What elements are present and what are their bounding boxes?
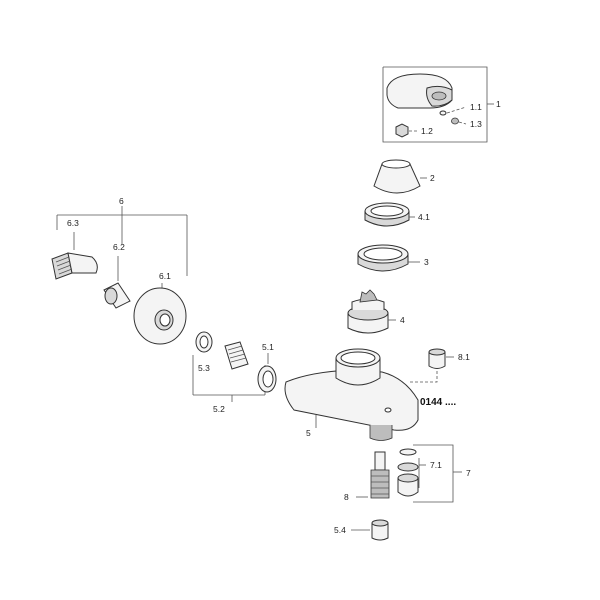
part-1-1-cap bbox=[439, 106, 467, 116]
label-5-3: 5.3 bbox=[198, 363, 210, 373]
label-1-2: 1.2 bbox=[421, 126, 433, 136]
label-4: 4 bbox=[400, 315, 405, 325]
part-4-1-ring bbox=[364, 202, 415, 227]
label-3: 3 bbox=[424, 257, 429, 267]
label-0144-code: 0144 .... bbox=[420, 397, 456, 408]
part-1-3-screw bbox=[451, 117, 467, 125]
group-6-bracket bbox=[56, 206, 188, 276]
part-5-1-nut bbox=[257, 353, 277, 393]
group-7-bracket bbox=[413, 444, 462, 503]
label-8: 8 bbox=[344, 492, 349, 502]
part-1-lever-handle bbox=[386, 73, 453, 109]
part-7-aerator-ring bbox=[397, 448, 419, 497]
part-4-cartridge bbox=[347, 289, 396, 334]
label-7-1: 7.1 bbox=[430, 460, 442, 470]
label-6: 6 bbox=[119, 196, 124, 206]
label-6-1: 6.1 bbox=[159, 271, 171, 281]
part-6-2-sleeve bbox=[103, 256, 131, 309]
part-8-1-cap bbox=[410, 348, 454, 383]
label-8-1: 8.1 bbox=[458, 352, 470, 362]
label-6-3: 6.3 bbox=[67, 218, 79, 228]
label-5: 5 bbox=[306, 428, 311, 438]
part-6-3-connector bbox=[51, 232, 98, 280]
part-2-cover bbox=[373, 159, 427, 194]
group-1-bracket bbox=[382, 66, 494, 143]
part-8-diverter bbox=[356, 451, 390, 499]
label-5-2: 5.2 bbox=[213, 404, 225, 414]
label-7: 7 bbox=[466, 468, 471, 478]
part-1-2-nut bbox=[395, 123, 418, 138]
label-6-2: 6.2 bbox=[113, 242, 125, 252]
label-1-3: 1.3 bbox=[470, 119, 482, 129]
part-5-3-washer bbox=[195, 331, 213, 353]
part-3-ring-nut bbox=[357, 244, 420, 272]
label-5-4: 5.4 bbox=[334, 525, 346, 535]
part-5-2-eccentric bbox=[224, 341, 249, 370]
label-5-1: 5.1 bbox=[262, 342, 274, 352]
part-5-4-insert bbox=[351, 519, 389, 541]
label-4-1: 4.1 bbox=[418, 212, 430, 222]
label-2: 2 bbox=[430, 173, 435, 183]
label-1: 1 bbox=[496, 99, 501, 109]
label-1-1: 1.1 bbox=[470, 102, 482, 112]
part-6-1-rosette bbox=[133, 283, 187, 345]
part-5-mixer-body bbox=[284, 348, 419, 441]
